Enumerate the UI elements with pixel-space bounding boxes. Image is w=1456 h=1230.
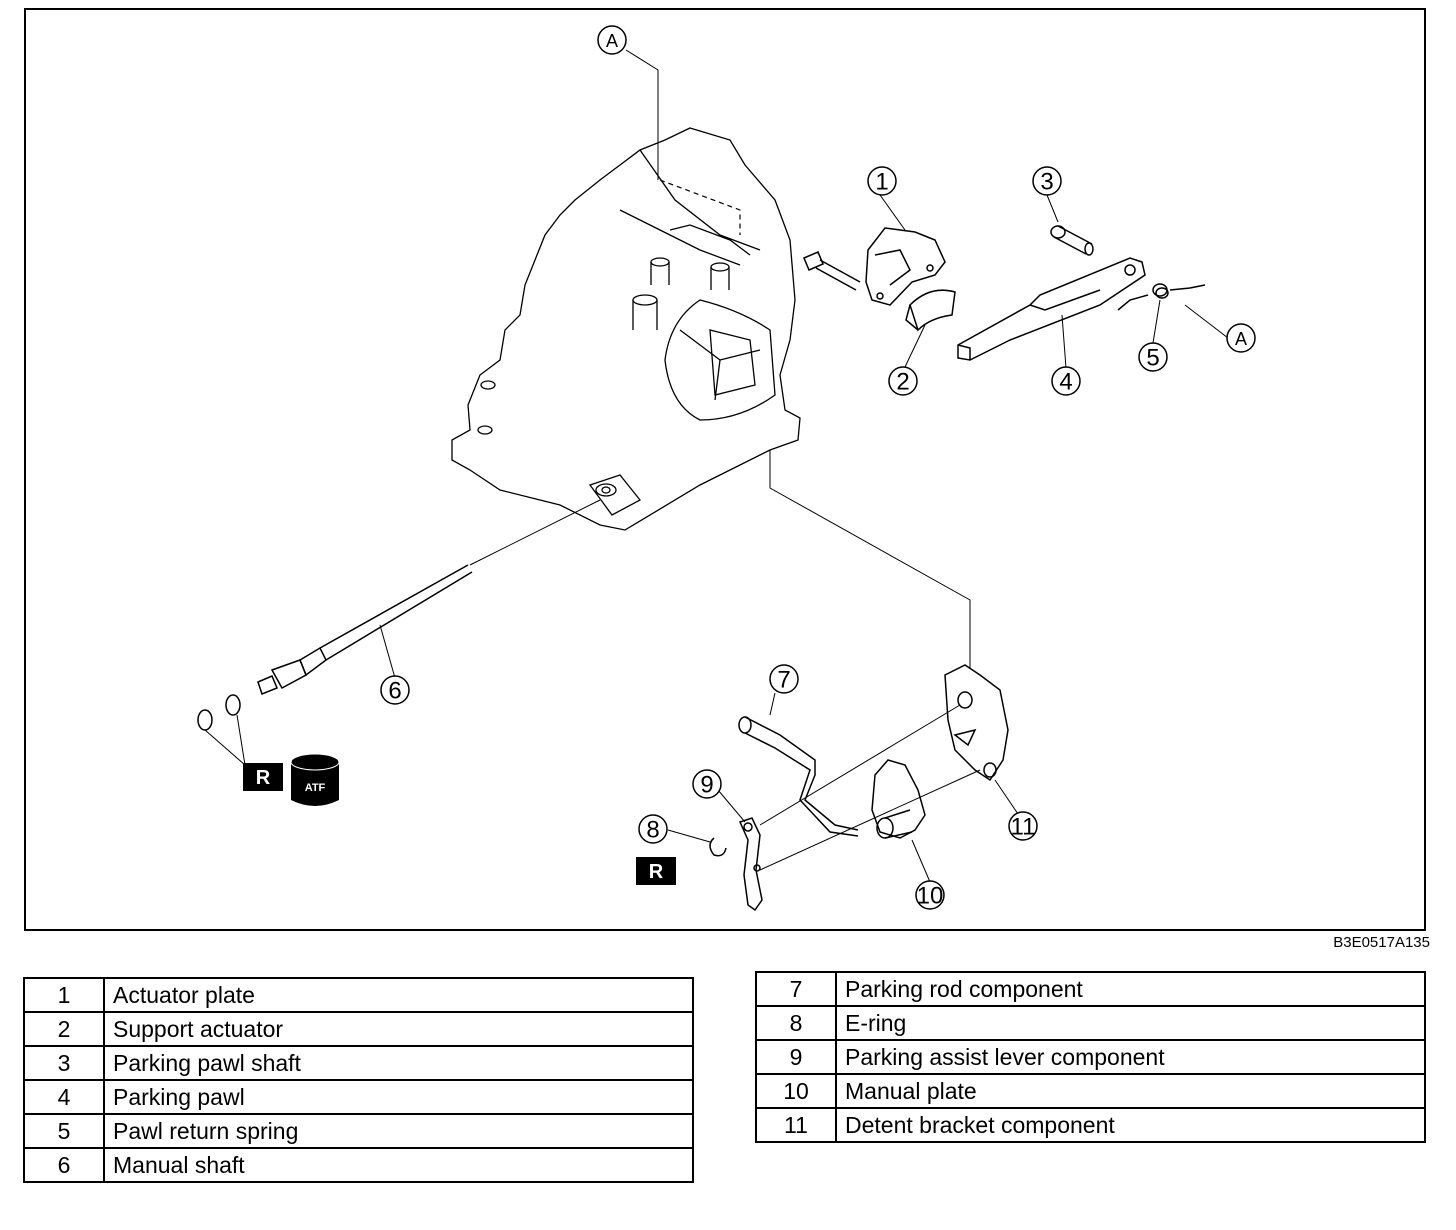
callout-labels: A A 1 2 3 4 5 6 7 8 9 10 11 <box>388 31 1247 910</box>
legend-name: E-ring <box>835 1005 1426 1041</box>
replace-badge-label: R <box>649 861 664 883</box>
callout-5 <box>1138 342 1168 372</box>
callout-3-label: 3 <box>1040 169 1053 196</box>
callout-11-label: 11 <box>1011 814 1036 841</box>
callout-5-label: 5 <box>1146 345 1159 372</box>
callout-4-label: 4 <box>1059 369 1072 396</box>
actuator-bolt <box>803 251 861 291</box>
legend-number: 1 <box>23 977 105 1013</box>
callout-10 <box>915 880 945 910</box>
legend-number: 7 <box>755 971 837 1007</box>
legend-name: Pawl return spring <box>103 1113 694 1149</box>
e-ring <box>709 837 727 857</box>
legend-number: 11 <box>755 1107 837 1143</box>
hidden-line <box>659 179 741 235</box>
legend-number: 3 <box>23 1045 105 1081</box>
callout-11 <box>1008 811 1038 841</box>
callout-7 <box>769 664 799 694</box>
parking-pawl-shaft <box>1050 225 1094 256</box>
replace-badge-orings: R <box>243 763 283 791</box>
manual-shaft <box>257 564 473 695</box>
callout-a-top <box>597 25 627 55</box>
figure-code: B3E0517A135 <box>1333 934 1430 951</box>
legend-number: 6 <box>23 1147 105 1183</box>
leader-lines <box>204 49 1229 883</box>
legend-name: Detent bracket component <box>835 1107 1426 1143</box>
callout-8 <box>638 814 668 844</box>
legend-name: Manual plate <box>835 1073 1426 1109</box>
callout-1 <box>867 166 897 196</box>
callout-9 <box>692 769 722 799</box>
parking-assist-lever <box>738 817 763 912</box>
manual-plate <box>871 759 926 839</box>
legend-name: Parking assist lever component <box>835 1039 1426 1075</box>
callout-3 <box>1032 166 1062 196</box>
callout-2 <box>888 366 918 396</box>
callout-a-right-label: A <box>1235 329 1247 349</box>
legend-name: Actuator plate <box>103 977 694 1013</box>
callout-2-label: 2 <box>896 369 909 396</box>
callout-8-label: 8 <box>646 817 659 844</box>
diagram-frame <box>24 8 1426 931</box>
callout-1-label: 1 <box>875 169 888 196</box>
legend-number: 2 <box>23 1011 105 1047</box>
callout-6 <box>380 675 410 705</box>
callout-9-label: 9 <box>700 772 713 799</box>
exploded-diagram: A A 1 2 3 4 5 6 7 8 9 10 11 R R ATF <box>24 8 1426 931</box>
legend-name: Parking pawl <box>103 1079 694 1115</box>
detent-bracket <box>944 664 1009 782</box>
replace-badge-ering: R <box>636 857 676 885</box>
callouts <box>380 25 1256 910</box>
actuator-plate <box>865 227 946 306</box>
replace-badge-label: R <box>256 767 271 789</box>
legend-name: Manual shaft <box>103 1147 694 1183</box>
atf-label: ATF <box>305 782 326 794</box>
callout-7-label: 7 <box>777 667 790 694</box>
parking-rod <box>738 716 859 837</box>
legend-name: Parking rod component <box>835 971 1426 1007</box>
legend-number: 8 <box>755 1005 837 1041</box>
atf-can-icon: ATF <box>290 753 340 806</box>
callout-a-right <box>1226 323 1256 353</box>
legend-name: Parking pawl shaft <box>103 1045 694 1081</box>
legend-number: 10 <box>755 1073 837 1109</box>
parking-pawl <box>957 257 1146 361</box>
callout-10-label: 10 <box>917 883 944 910</box>
legend-name: Support actuator <box>103 1011 694 1047</box>
o-rings <box>197 694 241 731</box>
legend-number: 5 <box>23 1113 105 1149</box>
pawl-return-spring <box>1117 283 1206 311</box>
callout-4 <box>1051 366 1081 396</box>
callout-6-label: 6 <box>388 678 401 705</box>
legend-number: 9 <box>755 1039 837 1075</box>
support-actuator <box>905 289 956 332</box>
transaxle-case <box>451 127 801 531</box>
legend-number: 4 <box>23 1079 105 1115</box>
callout-a-top-label: A <box>606 31 618 51</box>
